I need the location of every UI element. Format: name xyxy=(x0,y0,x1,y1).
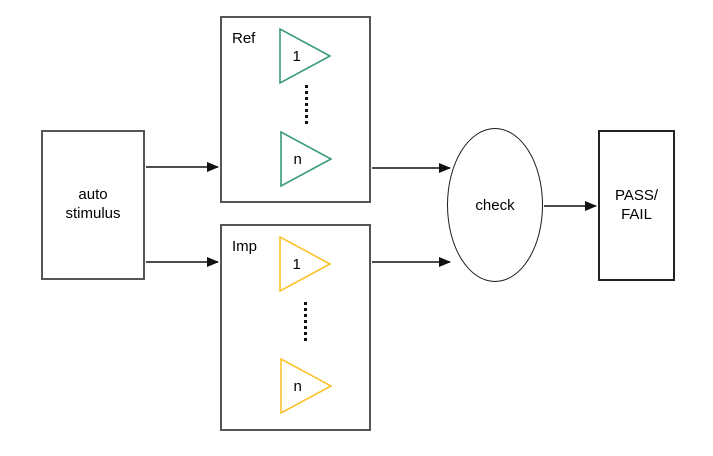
pass-fail-box: PASS/ FAIL xyxy=(598,130,675,281)
imp-channel-n-label: n xyxy=(293,377,302,395)
auto-stimulus-label-line1: auto xyxy=(78,186,108,204)
ellipsis-icon xyxy=(304,302,307,343)
check-ellipse: check xyxy=(447,128,543,282)
ref-channel-n-label: n xyxy=(293,150,302,168)
buffer-triangle-icon xyxy=(280,358,332,414)
check-label: check xyxy=(475,196,515,214)
imp-channel-1: 1 xyxy=(279,236,331,292)
buffer-triangle-shape xyxy=(280,358,332,414)
imp-group-box: Imp 1 n xyxy=(220,224,371,431)
buffer-triangle-icon xyxy=(279,236,331,292)
auto-stimulus-box: auto stimulus xyxy=(41,130,145,280)
imp-channel-n: n xyxy=(280,358,332,414)
buffer-triangle-shape xyxy=(279,28,331,84)
ref-group-label: Ref xyxy=(232,30,256,47)
imp-group-label: Imp xyxy=(232,238,258,255)
buffer-triangle-icon xyxy=(279,28,331,84)
ref-channel-n: n xyxy=(280,131,332,187)
auto-stimulus-label-line2: stimulus xyxy=(65,205,121,222)
buffer-triangle-shape xyxy=(279,236,331,292)
buffer-triangle-shape xyxy=(280,131,332,187)
pass-fail-label-line2: FAIL xyxy=(621,205,652,223)
ref-channel-1: 1 xyxy=(279,28,331,84)
ref-group-box: Ref 1 n xyxy=(220,16,371,203)
ellipsis-icon xyxy=(305,85,308,125)
pass-fail-label-line1: PASS/ xyxy=(614,186,659,204)
imp-channel-1-label: 1 xyxy=(292,255,301,273)
buffer-triangle-icon xyxy=(280,131,332,187)
ref-channel-1-label: 1 xyxy=(292,47,301,65)
